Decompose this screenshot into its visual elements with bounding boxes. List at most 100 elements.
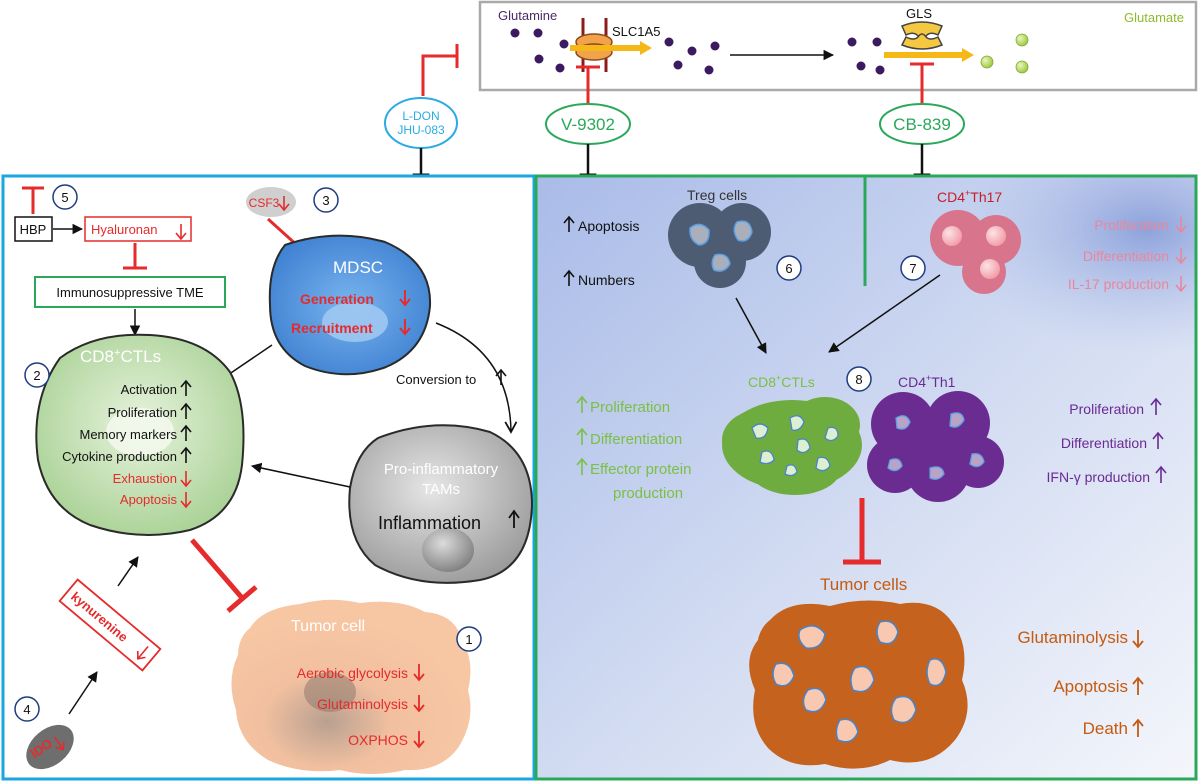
tumor-left-effects: Aerobic glycolysis Glutaminolysis OXPHOS: [297, 665, 408, 748]
th17-down-arrows: [1175, 217, 1187, 293]
tam-cell: [348, 424, 534, 584]
step-5-number: 5: [61, 190, 68, 205]
tumor-left-down-arrows: [413, 664, 425, 749]
tam-label-line1: Pro-inflammatory: [384, 461, 499, 478]
mdsc-generation: Generation: [300, 291, 374, 307]
conversion-up-arrow-icon: [495, 368, 507, 385]
cd8r-effector-protein: Effector protein: [590, 461, 691, 478]
step-7-number: 7: [909, 261, 916, 276]
th1-proliferation: Proliferation: [1069, 401, 1144, 417]
treg-to-cd8-arrow: [735, 297, 767, 354]
jhu083-label: JHU-083: [397, 123, 445, 137]
mdsc-recruitment: Recruitment: [291, 320, 373, 336]
cd8-right-effects: Proliferation Differentiation Effector p…: [590, 399, 691, 502]
step-5-badge: [52, 184, 78, 210]
step-1-badge: [456, 626, 482, 652]
th1-effects: Proliferation Differentiation IFN-γ prod…: [1047, 401, 1150, 485]
tumor-right-glutaminolysis: Glutaminolysis: [1017, 628, 1128, 647]
step-1-number: 1: [465, 632, 472, 647]
glutamate-label: Glutamate: [1124, 10, 1184, 25]
treg-cells: [668, 203, 771, 288]
cd8r-production: production: [613, 485, 683, 502]
th17-cells: [930, 210, 1021, 294]
step-6-badge: [776, 255, 802, 281]
cd8-up-arrows-left: [180, 379, 192, 463]
hbp-label: HBP: [20, 222, 47, 237]
ido-down-arrow-icon: [53, 736, 65, 751]
tumor-right-apoptosis: Apoptosis: [1053, 677, 1128, 696]
hyaluronan-down-arrow-icon: [175, 224, 187, 241]
step-2-badge: [24, 362, 50, 388]
ido-to-kynurenine-arrow: [68, 671, 98, 715]
cd8-effects-left: Activation Proliferation Memory markers …: [62, 382, 177, 507]
hyaluronan-box: [84, 216, 192, 242]
cd8-apoptosis: Apoptosis: [120, 492, 178, 507]
step-8-number: 8: [855, 372, 862, 387]
th1-differentiation: Differentiation: [1061, 435, 1147, 451]
cd8r-proliferation: Proliferation: [590, 399, 670, 416]
th17-il17-production: IL-17 production: [1068, 276, 1169, 292]
glutamine-label: Glutamine: [498, 8, 557, 23]
glutamine-molecules-left: [510, 28, 569, 73]
tumor-oxphos: OXPHOS: [348, 732, 408, 748]
ldon-label: L-DON: [402, 109, 439, 123]
th17-differentiation: Differentiation: [1083, 248, 1169, 264]
mdsc-generation-down-arrow-icon: [399, 290, 411, 307]
mdsc-cell: [268, 234, 432, 376]
ldon-inhibition-line: [421, 54, 457, 96]
hbp-box: [14, 216, 53, 242]
mdsc-title: MDSC: [333, 258, 383, 277]
hyaluronan-label: Hyaluronan: [91, 222, 158, 237]
tumor-right-effects: Glutaminolysis Apoptosis Death: [1017, 628, 1128, 738]
cd8-title-right: CD8+CTLs: [748, 373, 815, 390]
tumor-aerobic-glycolysis: Aerobic glycolysis: [297, 665, 408, 681]
cd8-exhaustion: Exhaustion: [113, 471, 177, 486]
csf3-label: CSF3: [249, 196, 280, 210]
cd8r-differentiation: Differentiation: [590, 431, 682, 448]
step-4-number: 4: [23, 702, 30, 717]
th1-up-arrows: [1150, 397, 1167, 483]
treg-numbers: Numbers: [578, 272, 635, 288]
step-4-badge: [14, 696, 40, 722]
cd8-proliferation: Proliferation: [108, 405, 177, 420]
treg-apoptosis: Apoptosis: [578, 218, 639, 234]
tumor-right-death: Death: [1083, 719, 1128, 738]
gls-arrow: [884, 48, 974, 62]
mdsc-recruitment-down-arrow-icon: [399, 319, 411, 336]
gls-enzyme-icon: [900, 21, 944, 50]
v9302-label: V-9302: [561, 115, 615, 134]
step-3-badge: [313, 187, 339, 213]
step-2-number: 2: [33, 368, 40, 383]
th1-cells: [867, 391, 1004, 502]
kynurenine-down-arrow-icon: [136, 645, 149, 660]
step-8-badge: [846, 366, 872, 392]
cd8-title-left: CD8+CTLs: [80, 347, 161, 366]
tam-label-line2: TAMs: [422, 481, 460, 498]
th17-effects: Proliferation Differentiation IL-17 prod…: [1068, 217, 1169, 292]
csf3-down-arrow-icon: [278, 196, 290, 212]
conversion-label: Conversion to: [396, 372, 476, 387]
tumor-right-arrows: [1132, 630, 1144, 737]
cd8-to-tumor-inhibition-bar: [226, 585, 258, 613]
tumor-cell-left: [231, 599, 471, 774]
step-3-number: 3: [322, 193, 329, 208]
immunosuppressive-tme-label: Immunosuppressive TME: [56, 285, 203, 300]
cd8-ctl-cells-right: [722, 397, 862, 495]
gls-label: GLS: [906, 6, 932, 21]
cd8-right-up-arrows: [576, 395, 588, 475]
cb839-label: CB-839: [893, 115, 951, 134]
cd8-memory-markers: Memory markers: [79, 427, 177, 442]
cd8-ctl-cell-left: [35, 333, 245, 536]
step-6-number: 6: [785, 261, 792, 276]
kynurenine-to-cd8-arrow: [117, 556, 139, 587]
ido-oval: [26, 724, 74, 770]
th17-panel-shade: [866, 176, 1196, 386]
tumor-glutaminolysis: Glutaminolysis: [317, 696, 408, 712]
glutamate-molecules: [980, 33, 1029, 74]
treg-up-arrows: [563, 215, 575, 286]
inflammation-up-arrow-icon: [508, 509, 520, 528]
tumor-cells-right: [749, 600, 968, 769]
cd8-to-tumor-inhibition-line: [190, 538, 245, 601]
th1-ifn-gamma: IFN-γ production: [1047, 469, 1150, 485]
